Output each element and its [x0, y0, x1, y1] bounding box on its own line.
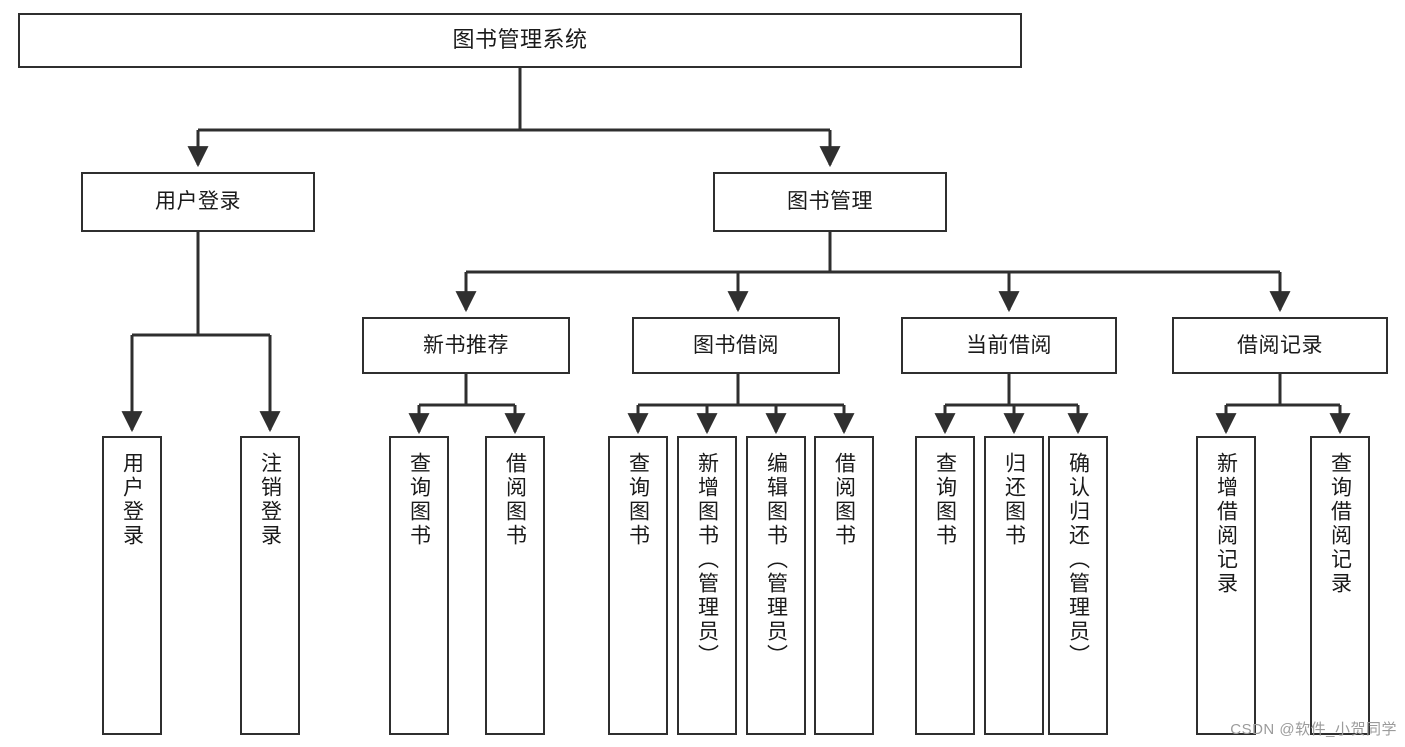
leaf-borrow-record-add[interactable]: 新增借阅记录 [1196, 436, 1256, 735]
node-label: 借阅图书 [503, 452, 527, 548]
node-book-manage[interactable]: 图书管理 [713, 172, 947, 232]
leaf-new-book-borrow[interactable]: 借阅图书 [485, 436, 545, 735]
leaf-user-login-login[interactable]: 用户登录 [102, 436, 162, 735]
node-label: 注销登录 [258, 452, 282, 548]
leaf-borrow-record-query[interactable]: 查询借阅记录 [1310, 436, 1370, 735]
node-label: 图书借阅 [693, 333, 779, 357]
node-current-borrow[interactable]: 当前借阅 [901, 317, 1117, 374]
leaf-current-borrow-query[interactable]: 查询图书 [915, 436, 975, 735]
node-label: 编辑图书（管理员） [764, 452, 788, 668]
node-label: 查询图书 [626, 452, 650, 548]
node-label: 归还图书 [1002, 452, 1026, 548]
leaf-book-borrow-borrow[interactable]: 借阅图书 [814, 436, 874, 735]
node-label: 查询图书 [407, 452, 431, 548]
leaf-current-borrow-return[interactable]: 归还图书 [984, 436, 1044, 735]
node-label: 新增图书（管理员） [695, 452, 719, 668]
node-book-borrow[interactable]: 图书借阅 [632, 317, 840, 374]
leaf-book-borrow-query[interactable]: 查询图书 [608, 436, 668, 735]
leaf-new-book-query[interactable]: 查询图书 [389, 436, 449, 735]
node-label: 图书管理系统 [452, 27, 588, 53]
node-label: 新增借阅记录 [1214, 452, 1238, 596]
node-root-system[interactable]: 图书管理系统 [18, 13, 1022, 68]
node-label: 确认归还（管理员） [1066, 452, 1090, 668]
watermark: CSDN @软件_小贺同学 [1230, 721, 1397, 738]
node-borrow-record[interactable]: 借阅记录 [1172, 317, 1388, 374]
node-label: 查询图书 [933, 452, 957, 548]
node-label: 新书推荐 [423, 333, 509, 357]
node-label: 用户登录 [120, 452, 144, 548]
node-label: 借阅记录 [1237, 333, 1323, 357]
node-label: 当前借阅 [966, 333, 1052, 357]
node-user-login[interactable]: 用户登录 [81, 172, 315, 232]
node-label: 图书管理 [787, 190, 873, 214]
node-label: 借阅图书 [832, 452, 856, 548]
node-label: 用户登录 [155, 190, 241, 214]
leaf-book-borrow-edit[interactable]: 编辑图书（管理员） [746, 436, 806, 735]
leaf-user-login-logout[interactable]: 注销登录 [240, 436, 300, 735]
node-new-book-recommend[interactable]: 新书推荐 [362, 317, 570, 374]
node-label: 查询借阅记录 [1328, 452, 1352, 596]
leaf-book-borrow-add[interactable]: 新增图书（管理员） [677, 436, 737, 735]
leaf-current-borrow-confirm[interactable]: 确认归还（管理员） [1048, 436, 1108, 735]
